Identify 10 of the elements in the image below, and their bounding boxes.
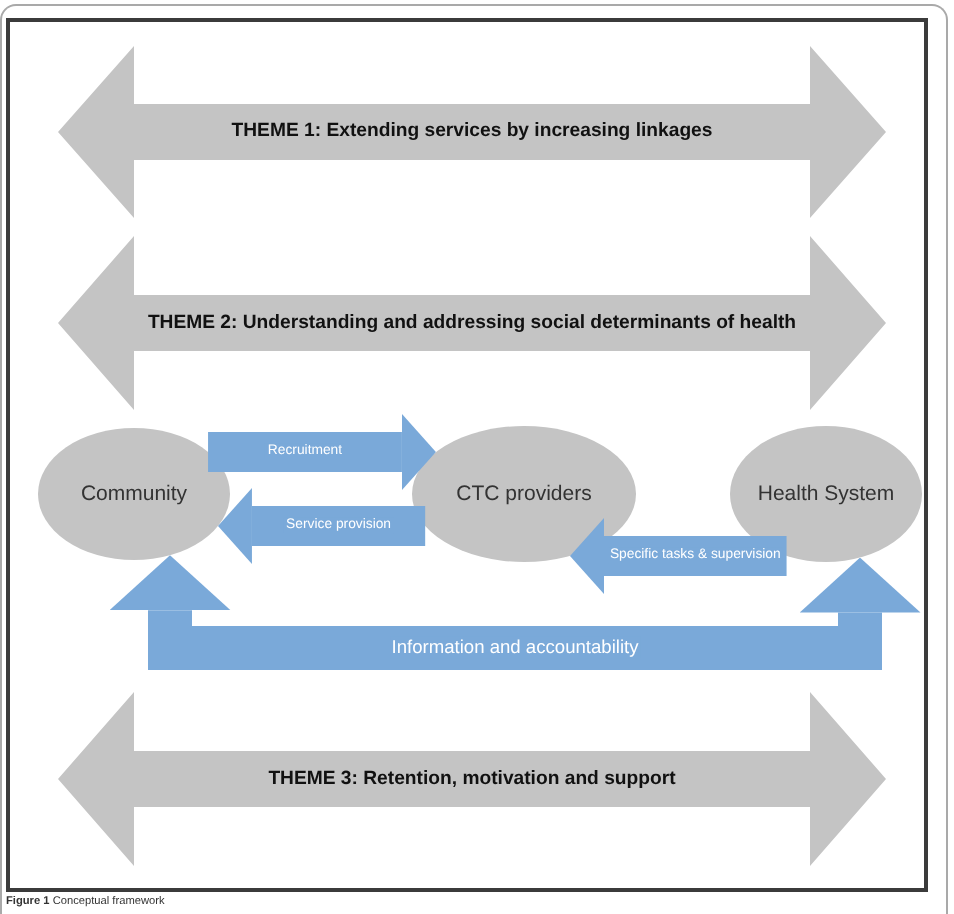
- theme-label: THEME 1: Extending services by increasing linkages: [231, 120, 713, 144]
- edge-label: Information and accountability: [389, 636, 641, 660]
- arrow: [109, 555, 921, 670]
- node-label: CTC providers: [456, 481, 592, 507]
- node-label: Community: [80, 481, 188, 507]
- theme-label: THEME 3: Retention, motivation and support: [268, 767, 676, 791]
- node-label: Health System: [757, 481, 895, 507]
- arrow: [217, 488, 426, 564]
- arrow: [570, 518, 787, 594]
- theme-label: THEME 2: Understanding and addressing social determinants of health: [147, 311, 797, 335]
